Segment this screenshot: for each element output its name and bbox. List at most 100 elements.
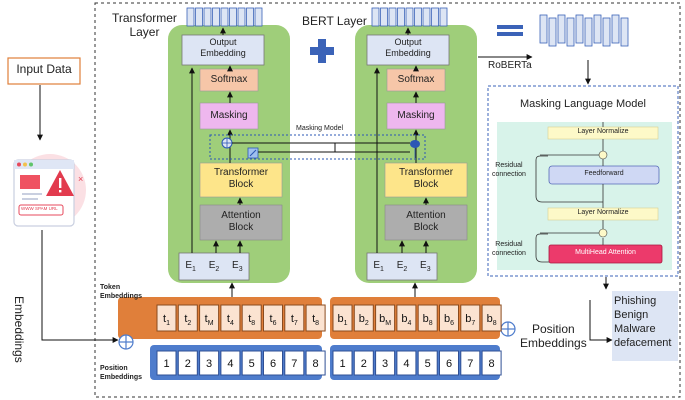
output-stack-right-cell (414, 7, 422, 27)
output-embedding-line1-left: Output (209, 37, 237, 47)
masking-label-left: Masking (210, 110, 248, 121)
output-stack-right-cell (431, 7, 439, 27)
token-t-text: t4 (227, 313, 234, 327)
position-right-text: 1 (339, 358, 345, 370)
bert-layer-title: BERT Layer (302, 14, 367, 28)
position-right-cell (460, 350, 481, 376)
mlm-add-top (598, 150, 608, 160)
output-token-stack-roberta (539, 14, 629, 47)
position-left-text: 7 (291, 358, 297, 370)
token-b-cell (481, 304, 502, 332)
attention-block-label-right: Attention Block (385, 210, 467, 234)
position-right-cell (417, 350, 438, 376)
to-classes-arrow (589, 300, 613, 343)
token-b-text: b8 (487, 313, 497, 327)
roberta-stack-cell (593, 14, 602, 44)
mlm-layer-norm-bottom-label: Layer Normalize (577, 209, 629, 216)
output-token-stack-right (371, 7, 448, 27)
equals-icon (497, 25, 523, 36)
position-embeddings-right-line1: Position (532, 322, 575, 336)
e2-left: E2 (208, 260, 220, 273)
position-left-text: 6 (270, 358, 276, 370)
roberta-stack-cell (584, 17, 593, 47)
e-labels-left: E1 E2 E3 (179, 260, 249, 273)
token-b-text: b2 (359, 313, 369, 327)
e-box-left (178, 252, 250, 281)
position-left-cell (241, 350, 262, 376)
embeddings-path (41, 230, 119, 343)
output-embedding-label-left: Output Embedding (182, 37, 264, 59)
mlm-layer-norm-top-label: Layer Normalize (577, 128, 629, 135)
output-stack-left-cell (212, 7, 220, 27)
mlm-residual-top-line2: connection (492, 171, 526, 178)
position-right-text: 6 (446, 358, 452, 370)
position-right-cell (375, 350, 396, 376)
output-embedding-line1-right: Output (394, 37, 422, 47)
mlm-arrows (535, 122, 604, 263)
masking-model-frame (209, 134, 426, 160)
token-b-cell (460, 304, 481, 332)
position-left-cell (284, 350, 305, 376)
position-left-cell (177, 350, 198, 376)
position-right-text: 2 (361, 358, 367, 370)
mlm-residual-top-line1: Residual (495, 162, 523, 169)
token-t-text: t1 (163, 313, 170, 327)
token-b-text: b6 (444, 313, 454, 327)
e1-left: E1 (185, 260, 196, 273)
roberta-label: RoBERTa (488, 60, 532, 71)
transformer-block-line2-left: Block (228, 179, 254, 190)
attention-block-label-left: Attention Block (200, 210, 282, 234)
plus-icon (310, 39, 334, 63)
position-left-text: 3 (206, 358, 212, 370)
embeddings-vertical-label: Embeddings (12, 296, 26, 363)
position-right-cell (439, 350, 459, 376)
token-b-cell (439, 304, 459, 332)
token-t-cell (199, 304, 220, 332)
position-left-cell (305, 350, 326, 376)
transformer-block-label-right: Transformer Block (385, 167, 467, 191)
token-b-text: b8 (423, 313, 433, 327)
token-t-text: tM (205, 313, 214, 327)
softmax-label-left: Softmax (210, 74, 248, 85)
mlm-residual-top: Residual connection (492, 161, 526, 179)
mlm-multihead (548, 244, 663, 264)
masking-block-left (199, 102, 259, 130)
outer-frame (94, 2, 681, 398)
e2-right: E2 (396, 260, 408, 273)
output-token-stack-left (186, 7, 263, 27)
roberta-stack-cell (575, 14, 584, 44)
token-b-text: b1 (337, 313, 347, 327)
output-stack-left-cell (220, 7, 229, 27)
token-embeddings-line1: Token (100, 284, 121, 291)
masking-label-right: Masking (397, 110, 435, 121)
position-embeddings-right-line2: Embeddings (520, 336, 587, 350)
token-b-cell (332, 304, 353, 332)
position-left-text: 2 (185, 358, 191, 370)
spam-url-label: WWW SPAM URL (21, 206, 58, 211)
mlm-feedforward (548, 165, 660, 185)
transformer-block-line2-right: Block (413, 179, 439, 190)
token-t-text: t7 (291, 313, 298, 327)
classes-list: Phishing Benign Malware defacement (614, 294, 671, 350)
transformer-block-right (384, 162, 468, 198)
attention-block-line1-right: Attention (406, 210, 446, 221)
position-left-text: 5 (249, 358, 255, 370)
output-stack-right-cell (388, 7, 397, 27)
position-right-text: 3 (382, 358, 388, 370)
position-embeddings-line2: Embeddings (100, 374, 143, 381)
classes-box (612, 291, 678, 361)
roberta-stack-cell (611, 14, 620, 44)
e3-right: E3 (420, 260, 431, 273)
output-stack-right-cell (422, 7, 431, 27)
token-t-cell (284, 304, 305, 332)
mlm-feedforward-label: Feedforward (584, 170, 624, 177)
token-embeddings-line2: Embeddings (100, 293, 143, 300)
position-right-text: 7 (467, 358, 473, 370)
position-left-text: 8 (313, 358, 319, 370)
e3-left: E3 (232, 260, 243, 273)
position-embeddings-label: Position Embeddings (100, 364, 142, 382)
position-right-text: 5 (425, 358, 431, 370)
token-t-cell (263, 304, 283, 332)
